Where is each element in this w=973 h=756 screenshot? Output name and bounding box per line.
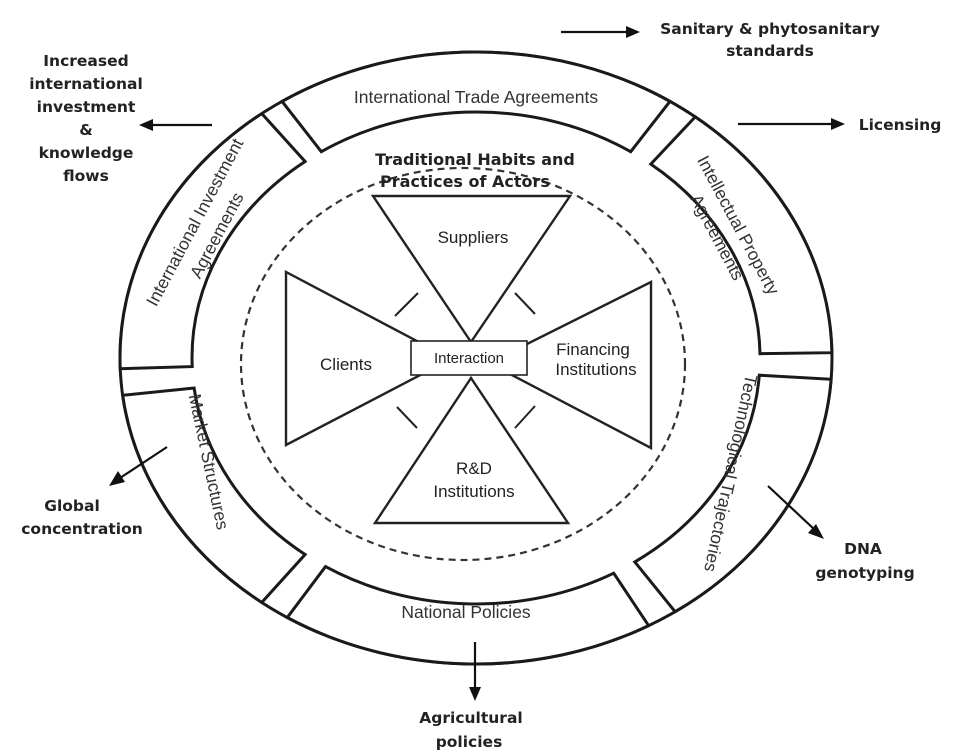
outcome-sanitary-line2: standards (726, 42, 814, 60)
segment-trade (279, 50, 673, 154)
segment-market-structures (120, 386, 308, 605)
segment-trade-label: International Trade Agreements (354, 87, 598, 107)
habits-ring (239, 166, 687, 562)
financing-label-line1: Financing (556, 340, 630, 359)
segment-national-policies (285, 564, 651, 666)
outcome-global-line2: concentration (21, 520, 143, 538)
financing-label-line2: Institutions (555, 360, 636, 379)
connector-line (514, 292, 536, 315)
outcome-licensing: Licensing (859, 116, 942, 134)
suppliers-label: Suppliers (438, 228, 509, 247)
arrowhead (109, 471, 125, 486)
clients-triangle (284, 270, 454, 447)
outcome-investment-line3: investment (37, 98, 136, 116)
clients-label: Clients (320, 355, 372, 374)
arrowhead (831, 118, 845, 130)
outcome-agricultural-line1: Agricultural (419, 709, 522, 727)
segment-investment (118, 111, 308, 371)
rnd-triangle (372, 375, 571, 525)
connector-line (394, 292, 419, 317)
rnd-label-line2: Institutions (433, 482, 514, 501)
segment-national-label: National Policies (401, 602, 531, 622)
arrow-dna (767, 485, 816, 531)
outcome-investment-line6: flows (63, 167, 109, 185)
outcome-global-line1: Global (44, 497, 100, 515)
suppliers-triangle (370, 194, 573, 345)
interaction-label: Interaction (434, 350, 504, 367)
arrowhead (808, 524, 824, 539)
arrowhead (626, 26, 640, 38)
habits-title-line1: Traditional Habits and (375, 150, 575, 169)
arrow-global (119, 446, 168, 479)
financing-triangle (486, 280, 653, 450)
interaction-box (410, 340, 528, 376)
arrowhead (469, 687, 481, 701)
outcome-sanitary-line1: Sanitary & phytosanitary (660, 20, 880, 38)
arrowhead (139, 119, 153, 131)
outcome-dna-line2: genotyping (815, 564, 914, 582)
connector-line (514, 405, 536, 429)
outcome-investment-line1: Increased (43, 52, 128, 70)
habits-title-line2: Practices of Actors (380, 172, 550, 191)
segment-technological-trajectories (632, 373, 833, 614)
outcome-agricultural-line2: policies (436, 733, 503, 751)
outcome-dna-line1: DNA (844, 540, 882, 558)
connector-line (396, 406, 418, 429)
outcome-investment-line2: international (29, 75, 143, 93)
outcome-investment-line4: & (79, 121, 93, 139)
outcome-investment-line5: knowledge (39, 144, 134, 162)
rnd-label-line1: R&D (456, 459, 492, 478)
segment-intellectual-property (648, 114, 834, 356)
